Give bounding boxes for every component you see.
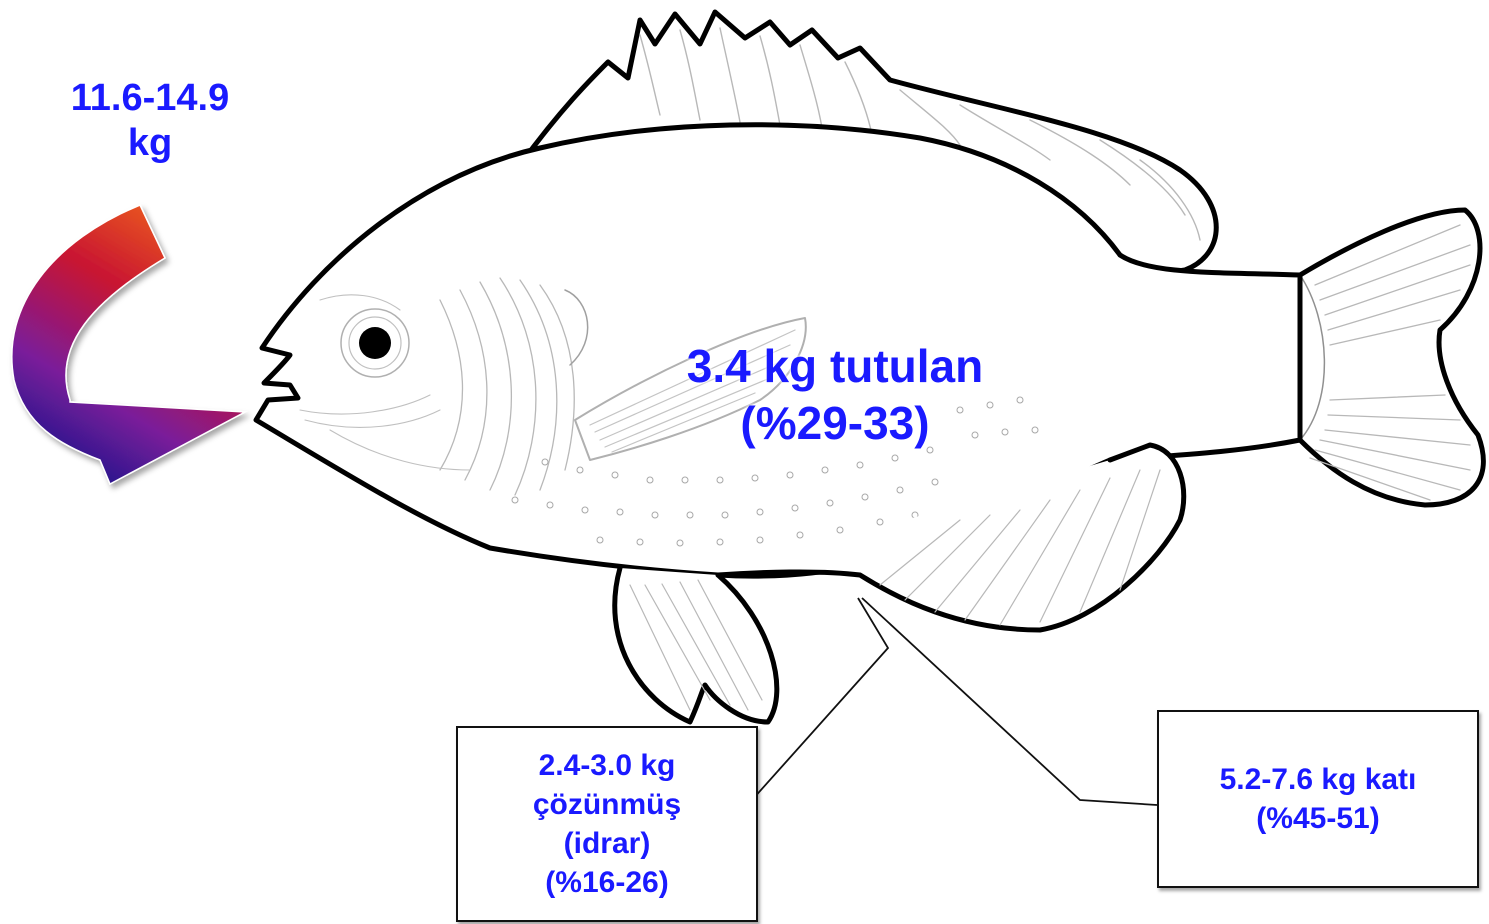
dissolved-waste-box: 2.4-3.0 kg çözünmüş (idrar) (%16-26) [456,726,758,922]
retained-percent: (%29-33) [620,395,1050,452]
dissolved-note: (idrar) [533,824,681,863]
retained-amount: 3.4 kg tutulan [620,338,1050,395]
feed-input-amount: 11.6-14.9 [40,76,260,121]
feed-input-unit: kg [40,121,260,166]
dissolved-type: çözünmüş [533,785,681,824]
dissolved-amount: 2.4-3.0 kg [533,746,681,785]
dissolved-percent: (%16-26) [533,863,681,902]
leader-lines [752,598,1157,805]
input-arrow-icon [12,205,245,484]
dissolved-waste-text: 2.4-3.0 kg çözünmüş (idrar) (%16-26) [533,746,681,902]
solid-waste-box: 5.2-7.6 kg katı (%45-51) [1157,710,1479,888]
retained-label: 3.4 kg tutulan (%29-33) [620,338,1050,451]
feed-input-label: 11.6-14.9 kg [40,76,260,166]
solid-percent: (%45-51) [1220,799,1417,838]
solid-amount: 5.2-7.6 kg katı [1220,760,1417,799]
solid-waste-text: 5.2-7.6 kg katı (%45-51) [1220,760,1417,838]
fish-eye-icon [341,309,409,377]
